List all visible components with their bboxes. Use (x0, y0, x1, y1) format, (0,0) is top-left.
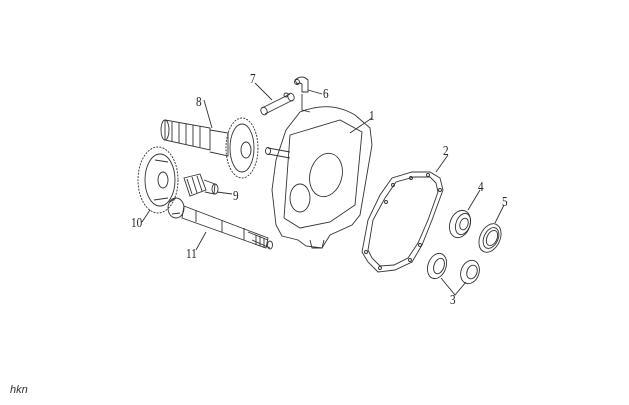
part-10-driven-gear (137, 146, 179, 223)
part-11-output-shaft (167, 197, 273, 251)
part-3-bearings (426, 252, 480, 296)
part-8-countershaft (160, 99, 259, 179)
part-5-oil-seal (478, 204, 505, 253)
callout-9: 9 (233, 189, 239, 204)
callout-3: 3 (450, 293, 456, 308)
callout-10: 10 (131, 216, 143, 231)
part-9-pinion-gear (183, 173, 233, 197)
callout-4: 4 (478, 180, 484, 195)
callout-8: 8 (196, 95, 202, 110)
callout-6: 6 (323, 87, 329, 102)
callout-5: 5 (502, 195, 508, 210)
part-1-transmission-case (265, 106, 373, 249)
callout-1: 1 (369, 109, 375, 124)
callout-11: 11 (186, 247, 197, 262)
part-4-bearing (449, 189, 481, 239)
watermark-text: hkn (10, 384, 28, 396)
part-2-gasket (361, 154, 449, 273)
callout-7: 7 (250, 72, 256, 87)
part-6-elbow (294, 76, 323, 113)
part-7-pin (254, 82, 295, 116)
callout-2: 2 (443, 144, 449, 159)
